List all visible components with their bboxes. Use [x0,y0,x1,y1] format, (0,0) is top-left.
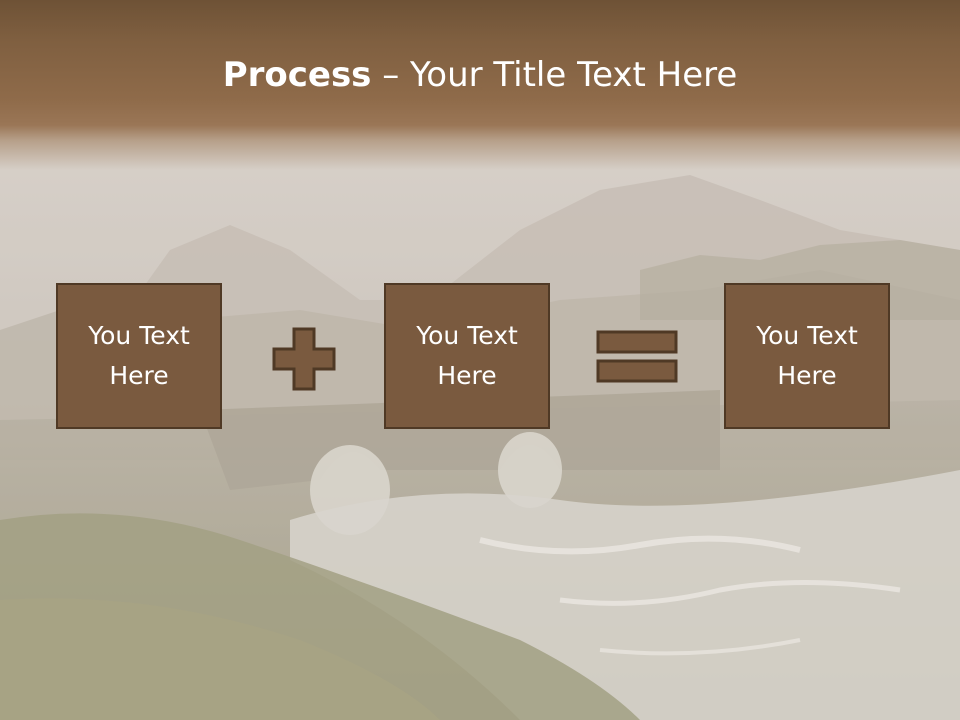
plus-icon [272,327,336,391]
process-box-2-label: You Text Here [416,321,518,390]
title-rest-text: – Your Title Text Here [371,55,738,95]
process-box-2: You Text Here [384,283,550,429]
process-box-1: You Text Here [56,283,222,429]
process-box-3-label: You Text Here [756,321,858,390]
slide-title: Process – Your Title Text Here [0,52,960,98]
process-box-3: You Text Here [724,283,890,429]
title-bold-text: Process [222,55,372,95]
process-box-1-label: You Text Here [88,321,190,390]
equals-icon [596,330,678,383]
title-band [0,0,960,170]
